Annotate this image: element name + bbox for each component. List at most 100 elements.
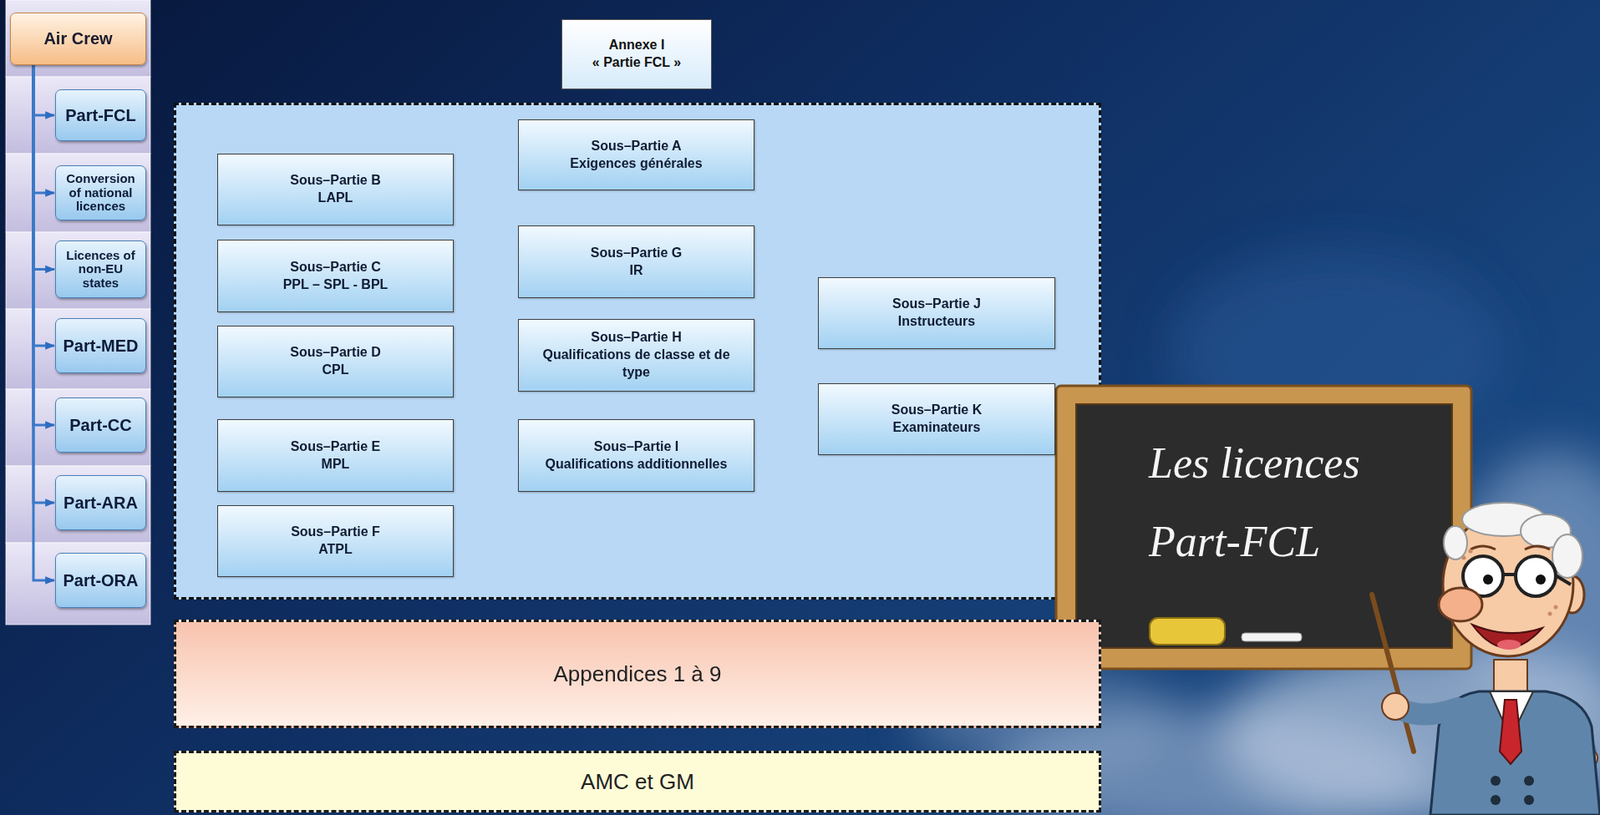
panel-row (5, 153, 151, 233)
subpart-label: LAPL (224, 189, 447, 208)
tongue (1497, 640, 1521, 651)
eyebrow (1470, 546, 1496, 550)
subpart-box: Sous–Partie KExaminateurs (817, 383, 1056, 456)
hair (1552, 534, 1583, 579)
part-box: Licences of non-EU states (55, 240, 147, 299)
panel-row (5, 76, 151, 154)
subpart-box: Sous–Partie GIR (518, 225, 755, 299)
subpart-label: Sous–Partie K (825, 401, 1048, 420)
sidebar-panel (5, 0, 151, 625)
subpart-label: IR (525, 262, 747, 280)
subpart-label: Exigences générales (525, 155, 747, 173)
annex-label: Annexe I (567, 36, 707, 55)
panel-row (5, 543, 151, 625)
subpart-label: Sous–Partie D (224, 344, 447, 362)
board-frame (1056, 386, 1472, 670)
subpart-label: Sous–Partie E (224, 438, 447, 457)
pupil (1483, 574, 1494, 585)
band-label: Appendices 1 à 9 (176, 661, 1099, 688)
part-box: Conversion of national licences (55, 165, 147, 221)
subpart-box: Sous–Partie EMPL (217, 419, 454, 493)
appendix-band: Appendices 1 à 9 (173, 619, 1102, 729)
branch-arrow (33, 65, 55, 581)
button (1523, 776, 1534, 787)
subpart-box: Sous–Partie JInstructeurs (817, 277, 1056, 350)
part-box: Part-FCL (55, 89, 147, 142)
subpart-box: Sous–Partie FATPL (217, 505, 454, 578)
subpart-label: Instructeurs (825, 313, 1048, 331)
subpart-box: Sous–Partie AExigences générales (518, 119, 755, 191)
branch-arrow (33, 65, 55, 116)
subpart-label: Sous–Partie C (224, 259, 447, 277)
panel-row (5, 309, 151, 390)
part-box: Part-ORA (55, 553, 147, 609)
subpart-label: Qualifications additionnelles (525, 456, 747, 474)
button (1490, 795, 1501, 806)
part-label: Part-MED (59, 336, 143, 356)
subpart-label: PPL – SPL - BPL (224, 276, 447, 295)
chalk-text: Les licences (1148, 424, 1425, 503)
freckle (1462, 556, 1467, 561)
part-label: Licences of non-EU states (59, 248, 143, 291)
pointer-stick (1371, 594, 1414, 752)
chalk-text: Part-FCL (1148, 502, 1425, 582)
panel-row (5, 389, 151, 467)
freckle (1554, 605, 1559, 610)
chalkboard-writing: Les licencesPart-FCL (1148, 424, 1425, 592)
button (1523, 795, 1534, 806)
panel-row (5, 466, 151, 544)
part-box: Part-ARA (55, 475, 147, 531)
part-box: Part-MED (55, 318, 147, 374)
subpart-label: Sous–Partie F (224, 523, 447, 542)
sponge (1149, 618, 1225, 646)
subpart-label: Sous–Partie H (525, 329, 747, 347)
eyebrow (1524, 546, 1550, 550)
subpart-box: Sous–Partie CPPL – SPL - BPL (217, 239, 454, 313)
subpart-box: Sous–Partie BLAPL (217, 153, 454, 226)
tie (1499, 700, 1522, 765)
nose (1438, 588, 1483, 622)
part-label: Part-CC (59, 416, 143, 435)
hand (1381, 693, 1409, 721)
group-box: Air Crew (10, 12, 147, 66)
subpart-label: Sous–Partie B (224, 172, 447, 190)
chalk (1241, 633, 1302, 642)
branch-arrow (33, 65, 55, 346)
hair (1443, 526, 1468, 560)
glasses-lens (1515, 556, 1556, 597)
branch-arrow (33, 65, 55, 503)
group-label: Air Crew (15, 29, 141, 49)
subpart-label: ATPL (224, 541, 447, 559)
guidance-band: AMC et GM (173, 751, 1102, 813)
freckle (1468, 549, 1474, 554)
subpart-label: Sous–Partie G (525, 244, 747, 263)
subpart-label: Qualifications de classe et de type (538, 346, 736, 382)
freckle (1548, 612, 1553, 617)
subpart-box: Sous–Partie DCPL (217, 325, 454, 398)
annex-box: Annexe I« Partie FCL » (561, 19, 712, 90)
subpart-label: Sous–Partie J (825, 295, 1048, 314)
subpart-label: Examinateurs (825, 419, 1048, 437)
subpart-box: Sous–Partie HQualifications de classe et… (518, 319, 755, 392)
part-label: Conversion of national licences (59, 172, 143, 214)
subpart-label: MPL (224, 456, 447, 474)
part-box: Part-CC (55, 397, 147, 453)
button (1490, 776, 1501, 787)
part-label: Part-ARA (59, 493, 143, 513)
subpart-label: Sous–Partie I (525, 438, 747, 457)
branch-arrow (33, 65, 55, 194)
panel-row (5, 232, 151, 310)
branch-arrow (33, 65, 55, 270)
subpart-label: Sous–Partie A (525, 137, 747, 156)
subpart-box: Sous–Partie IQualifications additionnell… (518, 419, 755, 493)
branch-arrow (33, 65, 55, 426)
part-label: Part-FCL (59, 106, 143, 125)
part-label: Part-ORA (59, 571, 143, 590)
chalkboard (1056, 386, 1472, 670)
board-slate (1076, 404, 1453, 649)
panel (5, 0, 151, 625)
band-label: AMC et GM (176, 769, 1099, 796)
annex-label: « Partie FCL » (567, 54, 707, 72)
teacher (1371, 502, 1600, 815)
pupil (1535, 574, 1546, 585)
